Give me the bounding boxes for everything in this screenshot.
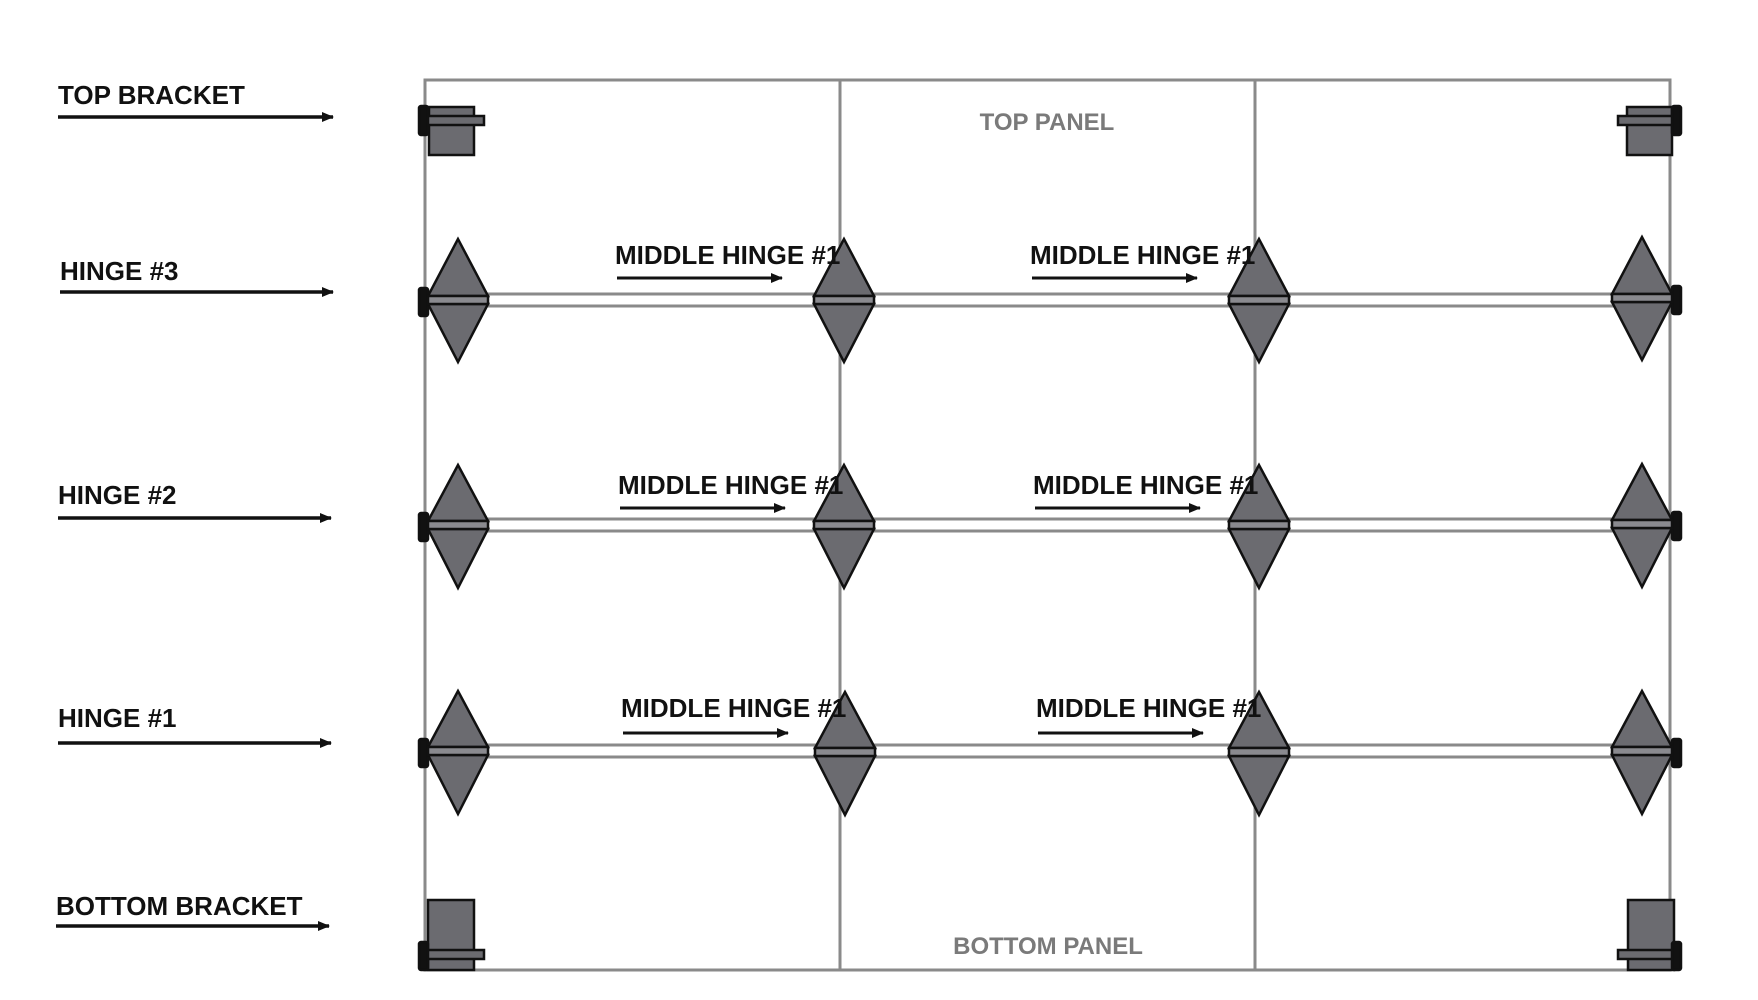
hinge-lower-leaf	[425, 527, 491, 591]
hinge-lower-leaf	[1609, 526, 1675, 590]
top-bracket-right	[1616, 104, 1683, 157]
hinge-pin	[1610, 518, 1674, 530]
hinge-clip	[417, 286, 430, 318]
middle-hinge-label: MIDDLE HINGE #1	[618, 470, 843, 500]
bracket-clip	[1670, 940, 1683, 972]
hinge-lower-leaf	[1226, 527, 1292, 591]
hinge-right-end	[1609, 461, 1683, 590]
middle-hinge-label: MIDDLE HINGE #1	[621, 693, 846, 723]
hinge-lower-leaf	[1226, 302, 1292, 365]
middle-hinge	[1226, 236, 1292, 365]
panel-seams	[425, 292, 1670, 759]
hinge-row-3	[417, 234, 1683, 365]
hinge-left-end	[417, 462, 491, 591]
middle-hinge	[811, 462, 877, 591]
middle-hinge-callouts: MIDDLE HINGE #1 MIDDLE HINGE #1 MIDDLE H…	[615, 240, 1261, 738]
middle-hinge	[1226, 689, 1292, 818]
bracket-body	[427, 105, 476, 157]
hinge-pin	[812, 519, 876, 531]
hinge-right-end	[1609, 688, 1683, 817]
hinge-upper-leaf	[1609, 461, 1675, 522]
hinge-2-label: HINGE #2	[58, 480, 177, 510]
hinge-pin	[812, 294, 876, 306]
hinge-upper-leaf	[425, 236, 491, 298]
top-panel-label: TOP PANEL	[980, 109, 1115, 136]
door-outline	[423, 78, 1672, 972]
hinge-lower-leaf	[812, 754, 878, 818]
hinge-clip	[417, 511, 430, 543]
hinge-lower-leaf	[811, 302, 877, 365]
hinge-row-2	[417, 461, 1683, 591]
hinge-lower-leaf	[1609, 753, 1675, 817]
top-bracket-left	[417, 104, 486, 157]
hinge-pin	[426, 519, 490, 531]
middle-hinge-label: MIDDLE HINGE #1	[1030, 240, 1255, 270]
bracket-flange	[1616, 948, 1678, 961]
hinge-pin	[1227, 746, 1291, 758]
bottom-bracket-left	[417, 898, 486, 972]
bracket-flange	[424, 114, 486, 127]
top-bracket-label: TOP BRACKET	[58, 80, 245, 110]
bottom-bracket-label: BOTTOM BRACKET	[56, 891, 303, 921]
hinge-clip	[1670, 510, 1683, 542]
middle-hinge	[1226, 462, 1292, 591]
left-labels: TOP BRACKET HINGE #3 HINGE #2 HINGE #1 B…	[56, 80, 334, 931]
middle-hinge-label: MIDDLE HINGE #1	[1036, 693, 1261, 723]
bracket-clip	[417, 940, 430, 972]
hinge-pin	[1610, 745, 1674, 757]
middle-hinge-label: MIDDLE HINGE #1	[1033, 470, 1258, 500]
hinge-lower-leaf	[425, 753, 491, 817]
middle-hinge-label: MIDDLE HINGE #1	[615, 240, 840, 270]
hinge-lower-leaf	[811, 527, 877, 591]
bottom-panel-label: BOTTOM PANEL	[953, 933, 1143, 960]
hinge-clip	[1670, 737, 1683, 769]
hinge-upper-leaf	[425, 462, 491, 523]
hinge-left-end	[417, 688, 491, 817]
hinge-upper-leaf	[1609, 234, 1675, 296]
hinge-pin	[1227, 519, 1291, 531]
middle-hinge	[811, 236, 877, 365]
hinge-upper-leaf	[425, 688, 491, 749]
bracket-clip	[417, 104, 430, 137]
hinge-pin	[426, 745, 490, 757]
bracket-clip	[1670, 104, 1683, 137]
hinge-right-end	[1609, 234, 1683, 363]
hinge-lower-leaf	[1226, 754, 1292, 818]
hinge-row-1	[417, 688, 1683, 818]
hinge-upper-leaf	[1609, 688, 1675, 749]
door-frame	[423, 78, 1672, 972]
hinge-pin	[1610, 292, 1674, 304]
bottom-bracket-right	[1616, 898, 1683, 972]
hinge-lower-leaf	[1609, 300, 1675, 363]
hinge-clip	[417, 737, 430, 769]
middle-hinge	[812, 689, 878, 818]
hinge-3-label: HINGE #3	[60, 256, 179, 286]
hinge-left-end	[417, 236, 491, 365]
hinge-pin	[1227, 294, 1291, 306]
hinge-pin	[426, 294, 490, 306]
hinge-lower-leaf	[425, 302, 491, 365]
bracket-flange	[424, 948, 486, 961]
bracket-flange	[1616, 114, 1678, 127]
bracket-body	[1625, 105, 1674, 157]
hinge-clip	[1670, 284, 1683, 316]
hinge-1-label: HINGE #1	[58, 703, 177, 733]
hinge-pin	[813, 746, 877, 758]
